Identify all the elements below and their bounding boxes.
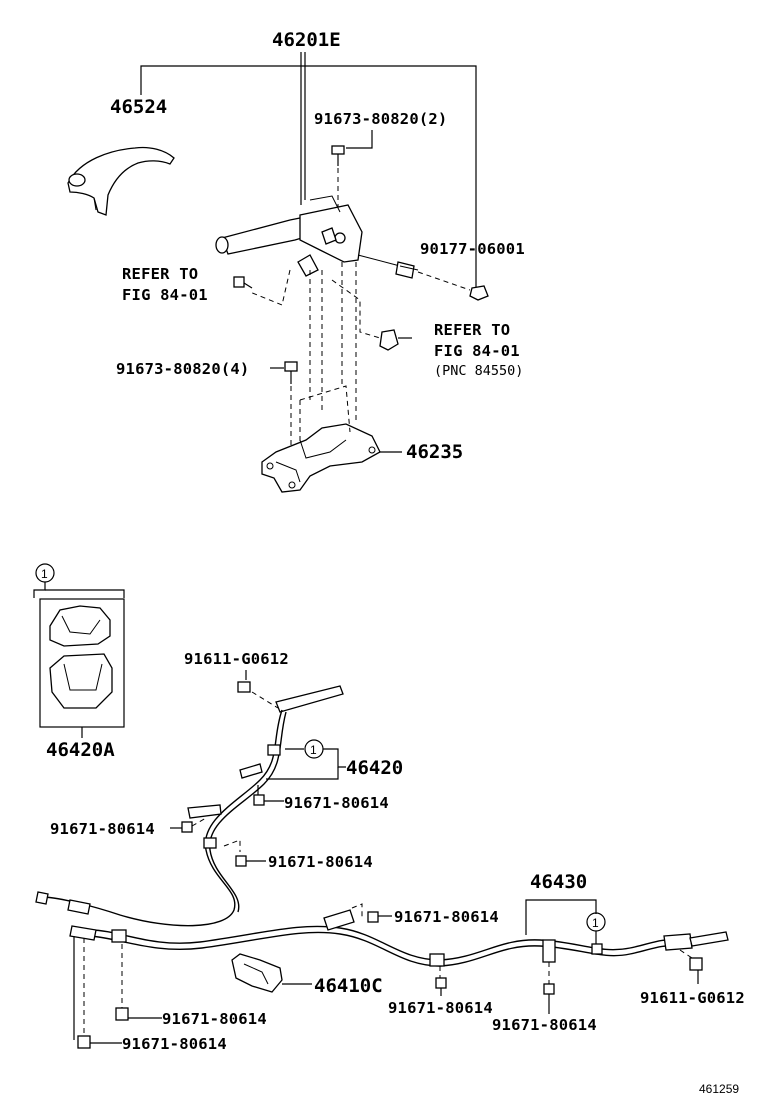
label-bolt-d[interactable]: 91671-80614 (394, 908, 499, 926)
leader-46201e (140, 52, 477, 290)
label-bolt-b[interactable]: 91671-80614 (50, 820, 155, 838)
bracket-46235-part (261, 385, 402, 493)
label-bolt-g0612-bottom[interactable]: 91611-G0612 (640, 989, 745, 1007)
label-refer-right-3[interactable]: (PNC 84550) (434, 363, 523, 379)
nut-part (469, 285, 489, 301)
label-bolt-g[interactable]: 91671-80614 (162, 1010, 267, 1028)
bolt-h-part (77, 938, 122, 1049)
label-46430[interactable]: 46430 (530, 871, 587, 893)
label-kit-circle[interactable]: 1 (41, 567, 48, 581)
label-46235[interactable]: 46235 (406, 441, 463, 463)
label-bolt-a[interactable]: 91671-80614 (284, 794, 389, 812)
label-bolt-g0612-top[interactable]: 91611-G0612 (184, 650, 289, 668)
lever-dashed-lines (249, 262, 471, 420)
label-46410c[interactable]: 46410C (314, 975, 383, 997)
label-bolt-f[interactable]: 91671-80614 (492, 1016, 597, 1034)
bolt-f-part (543, 962, 555, 1014)
label-46420[interactable]: 46420 (346, 757, 403, 779)
label-refer-right-2[interactable]: FIG 84-01 (434, 342, 520, 360)
label-nut-90177[interactable]: 90177-06001 (420, 240, 525, 258)
cable-46420-leader (266, 739, 346, 780)
bolt-lower-part (270, 361, 301, 455)
cable-46420-part (35, 685, 344, 927)
bolt-e-part (435, 966, 447, 996)
bolt-g0612-top-part (237, 670, 279, 709)
label-refer-left-1[interactable]: REFER TO (122, 265, 198, 283)
plate-46410c-part (231, 953, 312, 993)
bolt-c-part (223, 839, 266, 867)
diagram-id: 461259 (699, 1082, 739, 1096)
bolt-a-part (253, 785, 284, 806)
label-bolt-c[interactable]: 91671-80614 (268, 853, 373, 871)
bolt-g0612-bottom-part (679, 949, 703, 984)
label-refer-right-1[interactable]: REFER TO (434, 321, 510, 339)
label-bolt-e[interactable]: 91671-80614 (388, 999, 493, 1017)
kit-clip-part (49, 605, 113, 709)
label-46524[interactable]: 46524 (110, 96, 167, 118)
refer-left-bolt-part (233, 276, 253, 289)
bolt-d-part (351, 903, 392, 923)
label-bolt-h[interactable]: 91671-80614 (122, 1035, 227, 1053)
console-cover-part (67, 146, 175, 216)
parking-brake-lever-part (215, 195, 419, 279)
switch-part (379, 329, 412, 351)
cable-46430-part (69, 909, 729, 1040)
cable-46430-leader (525, 899, 606, 945)
label-46201e[interactable]: 46201E (272, 29, 341, 51)
label-refer-left-2[interactable]: FIG 84-01 (122, 286, 208, 304)
bolt-g-part (115, 944, 162, 1021)
label-bolt-top[interactable]: 91673-80820(2) (314, 110, 447, 128)
label-bolt-lower[interactable]: 91673-80820(4) (116, 360, 249, 378)
bolt-b-part (170, 817, 207, 833)
label-46420a[interactable]: 46420A (46, 739, 115, 761)
label-cable-circle-1[interactable]: 1 (310, 743, 317, 757)
kit-box (33, 582, 125, 738)
bolt-top-part (331, 130, 373, 232)
label-cable-circle-2[interactable]: 1 (592, 916, 599, 930)
